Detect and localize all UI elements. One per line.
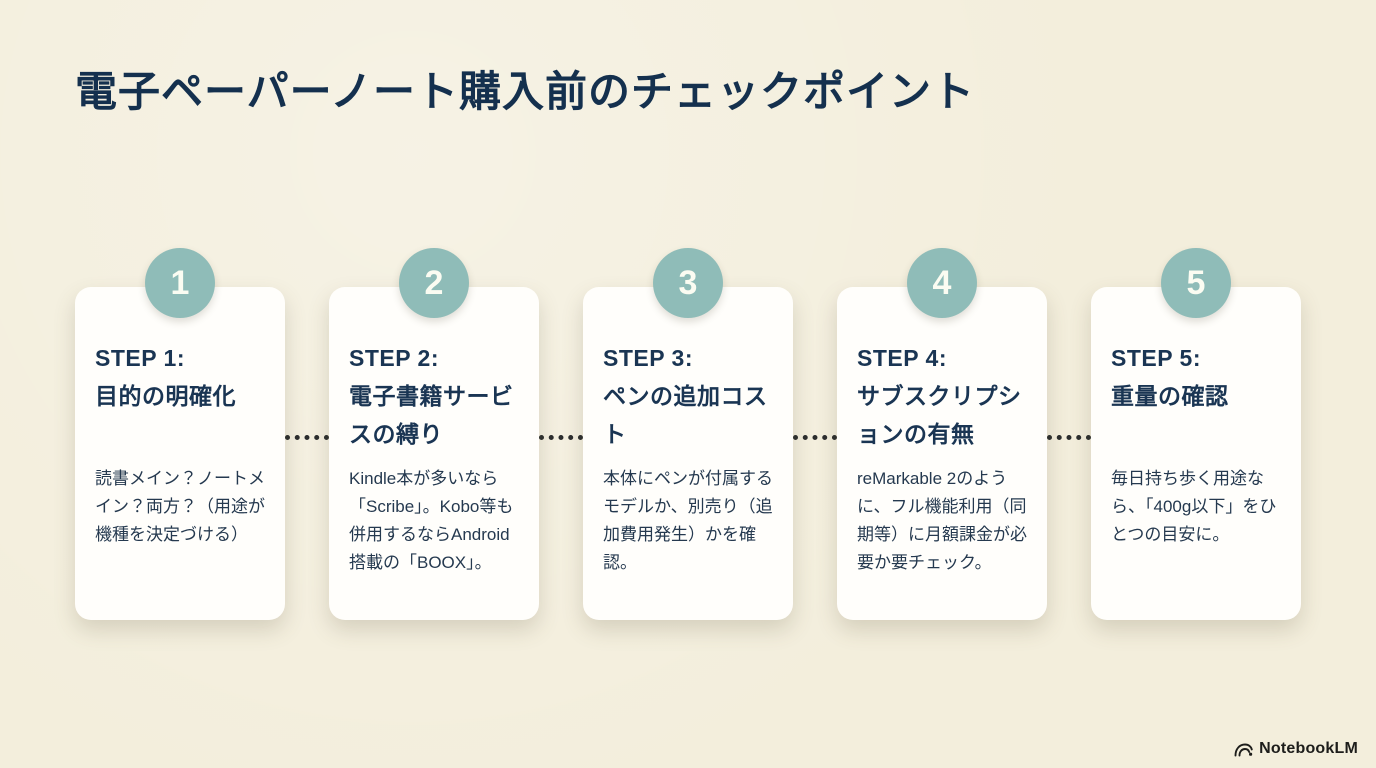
step-card-panel: STEP 4: サブスクリプションの有無 reMarkable 2のように、フル… [837,287,1047,620]
step-title-text: ペンの追加コスト [603,383,768,447]
step-description: 読書メイン？ノートメイン？両方？（用途が機種を決定づける） [95,469,265,544]
step-number-badge: 1 [145,248,215,318]
step-title-text: 電子書籍サービスの縛り [349,383,514,447]
step-card-3: 3 STEP 3: ペンの追加コスト 本体にペンが付属するモデルか、別売り（追加… [583,248,793,620]
notebooklm-arcs-icon [1234,741,1253,757]
step-card-panel: STEP 1: 目的の明確化 読書メイン？ノートメイン？両方？（用途が機種を決定… [75,287,285,620]
step-number-badge: 3 [653,248,723,318]
step-title-label: STEP 3: [603,345,693,371]
step-number-badge: 5 [1161,248,1231,318]
step-title-text: サブスクリプションの有無 [857,383,1022,447]
notebooklm-watermark: NotebookLM [1234,740,1358,758]
step-number-badge: 4 [907,248,977,318]
step-title: STEP 2: 電子書籍サービスの縛り [349,339,519,453]
step-card-panel: STEP 2: 電子書籍サービスの縛り Kindle本が多いなら「Scribe」… [329,287,539,620]
step-title: STEP 4: サブスクリプションの有無 [857,339,1027,453]
step-description: Kindle本が多いなら「Scribe」。Kobo等も併用するならAndroid… [349,469,514,572]
dotted-connector [285,435,329,440]
step-description: reMarkable 2のように、フル機能利用（同期等）に月額課金が必要か要チェ… [857,469,1027,572]
step-title-text: 目的の明確化 [95,383,236,409]
dotted-connector [539,435,583,440]
step-description: 本体にペンが付属するモデルか、別売り（追加費用発生）かを確認。 [603,469,773,572]
step-card-panel: STEP 5: 重量の確認 毎日持ち歩く用途なら、「400g以下」をひとつの目安… [1091,287,1301,620]
step-title-text: 重量の確認 [1111,383,1229,409]
step-card-1: 1 STEP 1: 目的の明確化 読書メイン？ノートメイン？両方？（用途が機種を… [75,248,285,620]
step-title: STEP 3: ペンの追加コスト [603,339,773,453]
step-title-label: STEP 1: [95,345,185,371]
dotted-connector [793,435,837,440]
step-description: 毎日持ち歩く用途なら、「400g以下」をひとつの目安に。 [1111,469,1277,544]
dotted-connector [1047,435,1091,440]
step-number-badge: 2 [399,248,469,318]
step-title: STEP 5: 重量の確認 [1111,339,1281,453]
step-card-4: 4 STEP 4: サブスクリプションの有無 reMarkable 2のように、… [837,248,1047,620]
steps-row: 1 STEP 1: 目的の明確化 読書メイン？ノートメイン？両方？（用途が機種を… [75,248,1301,620]
step-title: STEP 1: 目的の明確化 [95,339,265,453]
step-title-label: STEP 4: [857,345,947,371]
step-title-label: STEP 5: [1111,345,1201,371]
brand-name: NotebookLM [1259,740,1358,757]
step-title-label: STEP 2: [349,345,439,371]
step-card-2: 2 STEP 2: 電子書籍サービスの縛り Kindle本が多いなら「Scrib… [329,248,539,620]
step-card-5: 5 STEP 5: 重量の確認 毎日持ち歩く用途なら、「400g以下」をひとつの… [1091,248,1301,620]
page-title: 電子ペーパーノート購入前のチェックポイント [75,68,976,115]
step-card-panel: STEP 3: ペンの追加コスト 本体にペンが付属するモデルか、別売り（追加費用… [583,287,793,620]
